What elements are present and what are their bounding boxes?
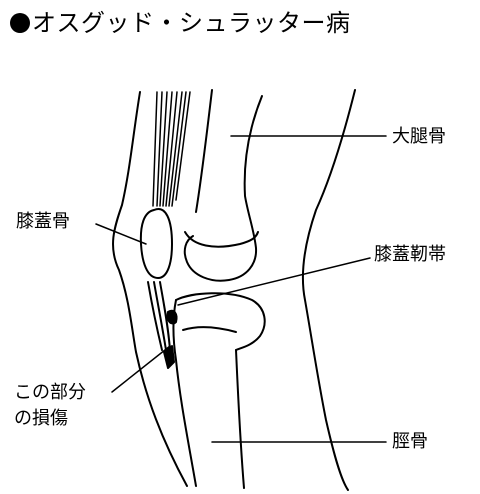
label-patellar-ligament: 膝蓋靭帯	[374, 244, 446, 265]
label-tibia: 脛骨	[392, 431, 428, 452]
leader-ligament	[177, 257, 371, 306]
femur-front-edge	[195, 89, 213, 213]
title: オスグッド・シュラッター病	[10, 6, 351, 40]
femur-back-edge	[183, 95, 263, 282]
skin-front-outline	[112, 91, 188, 487]
skin-back-outline	[301, 89, 356, 491]
quadriceps-tendon	[152, 91, 191, 207]
bullet-icon	[10, 13, 30, 33]
leader-damage	[111, 345, 171, 393]
patella-bone	[139, 208, 173, 279]
leader-patella	[95, 223, 147, 245]
patellar-ligament	[147, 281, 171, 351]
tibia-inner-edge	[182, 326, 237, 333]
label-damage-line2: の損傷	[14, 408, 68, 429]
label-damage-line1: この部分	[14, 382, 86, 403]
tibia-back-shaft	[235, 349, 245, 489]
femur-trochlea	[184, 231, 259, 248]
title-text: オスグッド・シュラッター病	[32, 9, 351, 37]
tibia-plateau	[175, 292, 266, 351]
bursa-marker	[166, 309, 178, 325]
label-patella: 膝蓋骨	[16, 211, 70, 232]
label-femur: 大腿骨	[392, 126, 446, 147]
damaged-tuberosity	[163, 345, 175, 369]
